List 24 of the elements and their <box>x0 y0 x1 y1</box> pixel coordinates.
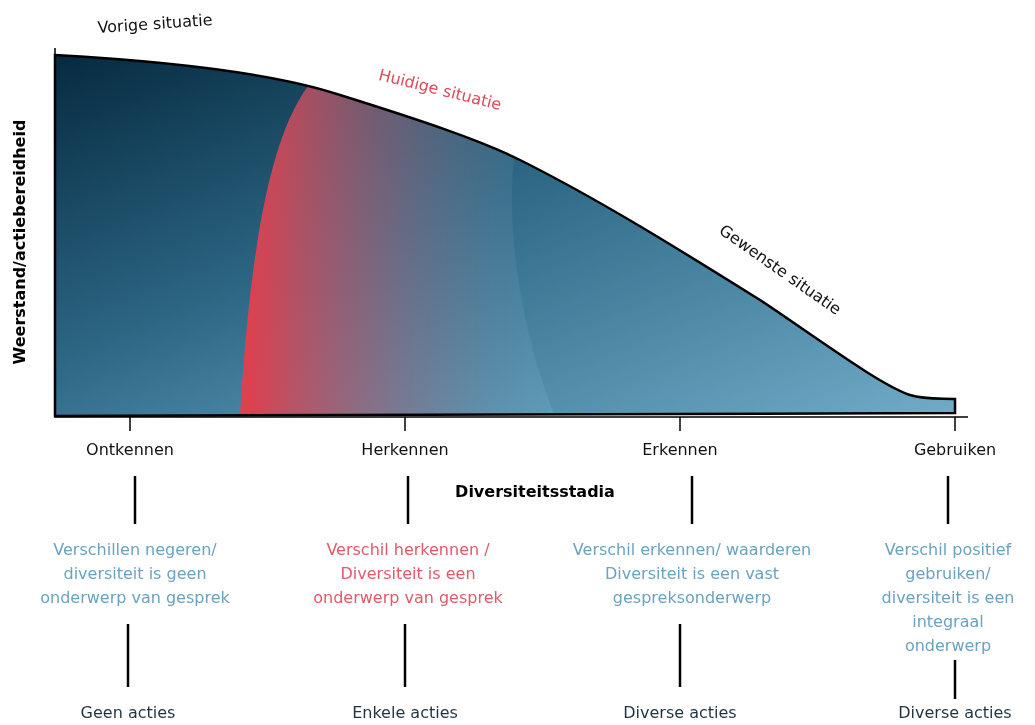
stage-description: Verschil erkennen/ waarderen Diversiteit is een vast gespreksonderwerp <box>567 538 817 610</box>
action-label: Diverse acties <box>875 701 1035 725</box>
stage-description: Verschil positief gebruiken/ diversiteit is een integraal onderwerp <box>868 538 1028 658</box>
action-label: Diverse acties <box>600 701 760 725</box>
curve-label: Huidige situatie <box>375 64 505 116</box>
stage-label: Gebruiken <box>885 438 1025 462</box>
curve-label: Vorige situatie <box>95 9 215 39</box>
stage-description: Verschil herkennen / Diversiteit is een onderwerp van gesprek <box>303 538 513 610</box>
connector-line <box>403 624 407 687</box>
connector-line <box>133 476 137 524</box>
stage-label: Ontkennen <box>60 438 200 462</box>
stage-description: Verschillen negeren/ diversiteit is geen onderwerp van gesprek <box>25 538 245 610</box>
x-axis-title: Diversiteitsstadia <box>454 481 616 503</box>
connector-line <box>946 476 950 524</box>
stage-label: Erkennen <box>610 438 750 462</box>
connector-line <box>406 476 410 524</box>
connector-line <box>690 476 694 524</box>
stage-label: Herkennen <box>335 438 475 462</box>
connector-line <box>678 624 682 687</box>
action-label: Enkele acties <box>325 701 485 725</box>
y-axis-title: Weerstand/actiebereidheid <box>9 118 30 367</box>
action-label: Geen acties <box>48 701 208 725</box>
connector-line <box>126 624 130 687</box>
connector-line <box>953 660 957 699</box>
